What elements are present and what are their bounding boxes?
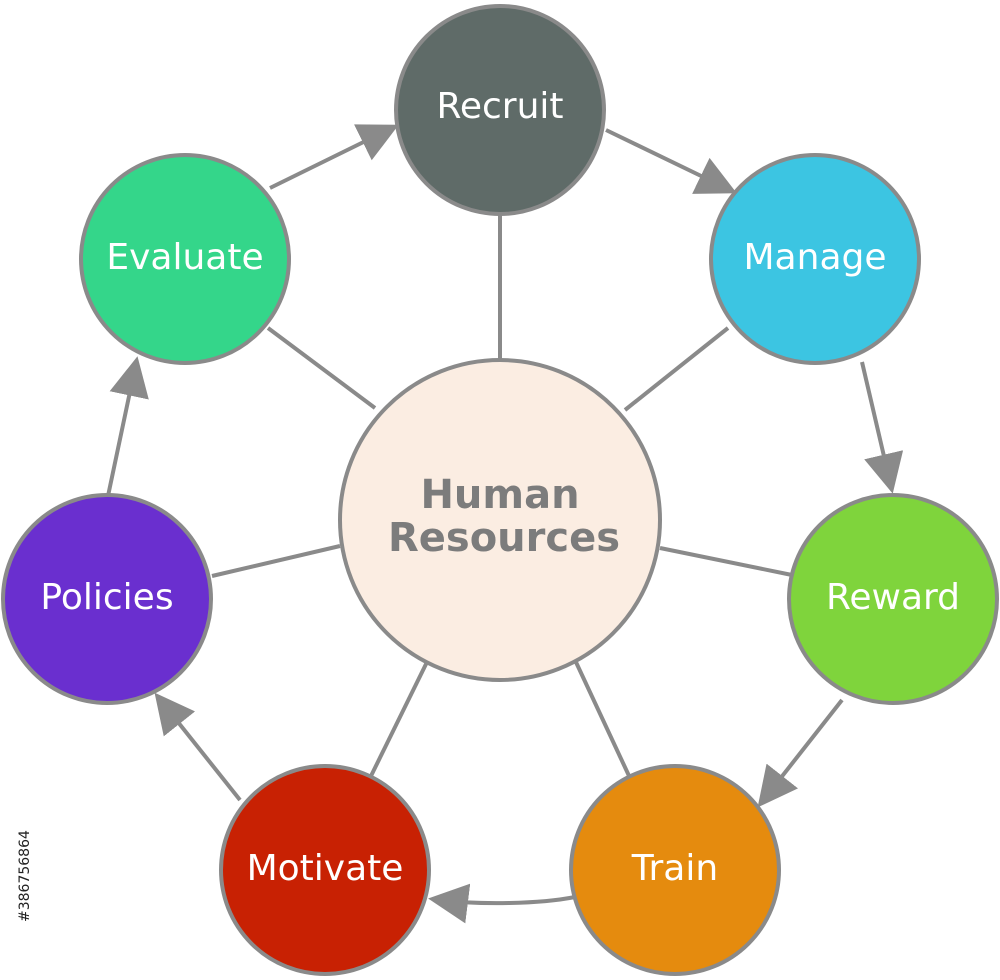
arrow-motivate-to-policies — [154, 692, 242, 802]
spoke-policies — [211, 544, 341, 578]
arrow-reward-to-train — [757, 698, 844, 808]
arrow-policies-to-evaluate — [106, 356, 149, 497]
node-label: Motivate — [247, 848, 404, 889]
arrow-train-to-motivate — [428, 883, 576, 924]
node-label: Reward — [826, 577, 960, 618]
node-recruit: Recruit — [394, 4, 606, 216]
node-motivate: Motivate — [219, 764, 431, 976]
spokes — [211, 210, 793, 779]
node-label: Manage — [744, 237, 887, 278]
node-label: Policies — [40, 577, 173, 618]
arrow-recruit-to-manage — [605, 128, 737, 194]
spoke-manage — [623, 326, 730, 412]
center-title-line1: Human — [420, 472, 579, 518]
node-reward: Reward — [787, 493, 999, 705]
node-evaluate: Evaluate — [79, 153, 291, 365]
node-manage: Manage — [709, 153, 921, 365]
cycle-arrows — [106, 124, 904, 924]
node-label: Train — [631, 848, 718, 889]
node-label: Recruit — [436, 86, 563, 127]
arrow-manage-to-reward — [860, 361, 904, 494]
center-node: Human Resources — [338, 358, 662, 682]
node-policies: Policies — [1, 493, 213, 705]
node-label: Evaluate — [106, 237, 263, 278]
center-title-line2: Resources — [388, 515, 620, 561]
stock-id-label: #386756864 — [17, 830, 33, 922]
spoke-train — [573, 659, 632, 779]
spoke-motivate — [368, 659, 430, 779]
spoke-reward — [659, 546, 793, 577]
arrow-evaluate-to-recruit — [269, 124, 399, 190]
spoke-evaluate — [266, 326, 377, 410]
node-train: Train — [569, 764, 781, 976]
stock-id-text: #386756864 — [17, 830, 33, 922]
